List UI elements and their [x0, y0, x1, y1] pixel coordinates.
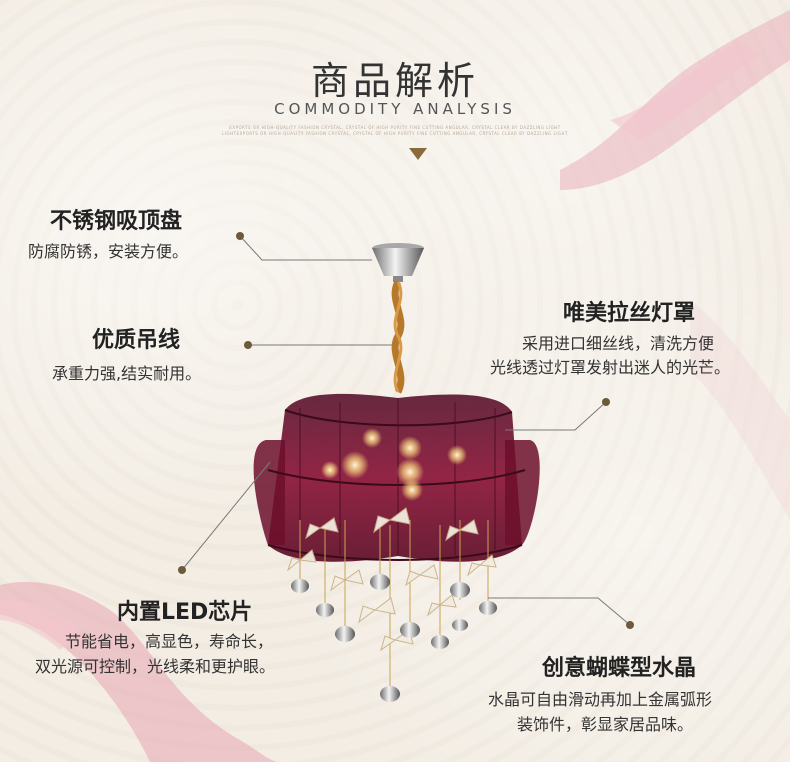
- feature-desc-lampshade-line2: 光线透过灯罩发射出迷人的光芒。: [490, 358, 731, 377]
- callout-dot-hanging-wire: [244, 341, 252, 349]
- feature-title-led-chip: 内置LED芯片: [117, 600, 253, 625]
- chrome-drops: [291, 574, 497, 702]
- callout-line-butterfly-crystal: [488, 597, 631, 626]
- lampshade-part: [253, 393, 540, 562]
- feature-desc-butterfly-crystal-line2: 装饰件，彰显家居品味。: [517, 715, 694, 734]
- led-lights: [321, 428, 467, 501]
- callout-lines: [181, 235, 631, 626]
- callout-dot-butterfly-crystal: [626, 621, 634, 629]
- ceiling-plate-part: [372, 243, 424, 282]
- callout-dot-lampshade: [602, 398, 610, 406]
- callout-line-ceiling-plate: [239, 235, 372, 261]
- callout-dot-ceiling-plate: [236, 232, 244, 240]
- feature-desc-led-chip-line2: 双光源可控制，光线柔和更护眼。: [35, 657, 276, 676]
- feature-desc-lampshade-line1: 采用进口细丝线，清洗方便: [522, 334, 715, 353]
- page-subtitle: COMMODITY ANALYSIS: [274, 100, 516, 118]
- callout-dots: [178, 232, 634, 629]
- feature-title-butterfly-crystal: 创意蝴蝶型水晶: [542, 656, 697, 681]
- page-title: 商品解析: [310, 59, 479, 103]
- fine-print-line: LIGHTEXPORTS OR HIGH-QUALITY FASHION CRY…: [222, 131, 568, 136]
- feature-desc-ceiling-plate: 防腐防锈，安装方便。: [28, 242, 189, 261]
- feature-title-hanging-wire: 优质吊线: [92, 328, 181, 353]
- callout-dot-led-chip: [178, 566, 186, 574]
- down-triangle-icon: [409, 148, 427, 160]
- callout-line-lampshade: [505, 401, 607, 431]
- fine-print-line: EXPORTS OR HIGH-QUALITY FASHION CRYSTAL,…: [229, 125, 561, 130]
- feature-title-ceiling-plate: 不锈钢吸顶盘: [50, 209, 183, 234]
- feature-desc-butterfly-crystal-line1: 水晶可自由滑动再加上金属弧形: [488, 690, 713, 709]
- feature-desc-hanging-wire: 承重力强,结实耐用。: [52, 364, 202, 383]
- callout-line-led-chip: [181, 461, 271, 571]
- feature-desc-led-chip-line1: 节能省电，高显色，寿命长，: [65, 632, 274, 651]
- feature-title-lampshade: 唯美拉丝灯罩: [563, 301, 696, 326]
- hanging-wire-part: [391, 280, 405, 394]
